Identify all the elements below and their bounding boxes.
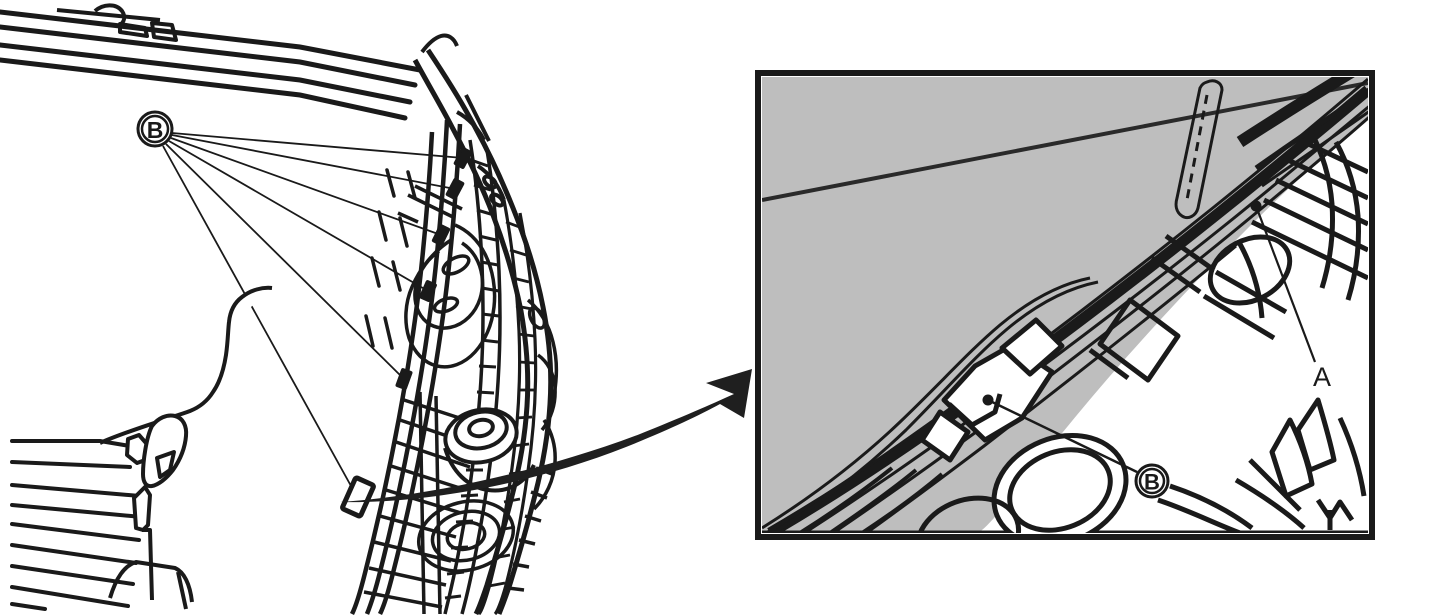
- callout-a-label: A: [1313, 362, 1331, 392]
- callout-b-inner-ring: [140, 114, 170, 144]
- pillar-top-junction: [420, 33, 506, 208]
- hand-grip-outline: [99, 285, 273, 532]
- clip-fastener-tab: [919, 409, 971, 463]
- leader-line-1: [171, 132, 464, 159]
- detail-view-panel: A B: [755, 70, 1375, 540]
- upper-panel-edges: [0, 9, 423, 121]
- callout-a-leader: [1254, 205, 1317, 363]
- pillar-center-web: [397, 184, 497, 369]
- callout-b-detail-anchor-dot: [982, 394, 994, 406]
- body-edge-guides: [801, 105, 1368, 533]
- leader-line-5: [165, 143, 405, 380]
- hidden-edge-dashed-line: [1184, 94, 1209, 206]
- pillar-right-edge-detail: [507, 298, 558, 592]
- trim-panel-surface: [762, 77, 1368, 533]
- lower-left-hatching: [10, 439, 150, 611]
- callout-b-detail-inner-ring: [1138, 467, 1166, 495]
- leader-line-2: [171, 134, 456, 190]
- lower-left-bracket: [108, 528, 194, 610]
- leader-line-4: [168, 140, 429, 292]
- callout-b-detail[interactable]: B: [982, 394, 1170, 499]
- clip-fasteners: [395, 147, 473, 390]
- pillar-grommet-lower: [416, 499, 516, 573]
- callout-b-leader-lines: [162, 132, 464, 496]
- panel-lip-curve: [762, 276, 1099, 533]
- upper-panel-bracket: [56, 3, 178, 42]
- clip-fastener-3: [431, 224, 451, 246]
- lower-left-slots: [798, 466, 944, 533]
- right-rib-lattice: [1202, 128, 1368, 341]
- pillar-surface-ticks: [364, 168, 417, 350]
- callout-b-detail-leader: [987, 398, 1138, 474]
- clip-fastener-4: [419, 280, 437, 302]
- callout-b-detail-label: B: [1144, 470, 1160, 495]
- mid-rib-elements: [1088, 233, 1216, 383]
- leader-line-3: [170, 137, 442, 236]
- clip-fastener-1: [453, 147, 473, 169]
- panel-seam-line: [762, 81, 1368, 202]
- pillar-lower-structure: [363, 391, 479, 615]
- callout-b-main[interactable]: B: [136, 110, 174, 148]
- upper-rail: [1236, 77, 1368, 188]
- callout-a-anchor-dot: [1250, 200, 1262, 212]
- oval-boss-group: [914, 234, 1293, 533]
- callout-b-main-label: B: [147, 117, 164, 143]
- clip-fastener-5: [395, 368, 413, 390]
- hidden-feature-outline: [1174, 79, 1224, 220]
- clip-fastener-2: [445, 178, 465, 200]
- pillar-secondary-ribs: [477, 199, 538, 615]
- clip-fastener-6: [340, 475, 376, 519]
- callout-a-detail[interactable]: A: [1250, 200, 1332, 393]
- clip-fastener-upper-tab: [999, 317, 1065, 377]
- detail-view-arrow: [340, 369, 752, 503]
- leader-line-6: [162, 145, 357, 496]
- lower-right-structure: [1157, 397, 1367, 533]
